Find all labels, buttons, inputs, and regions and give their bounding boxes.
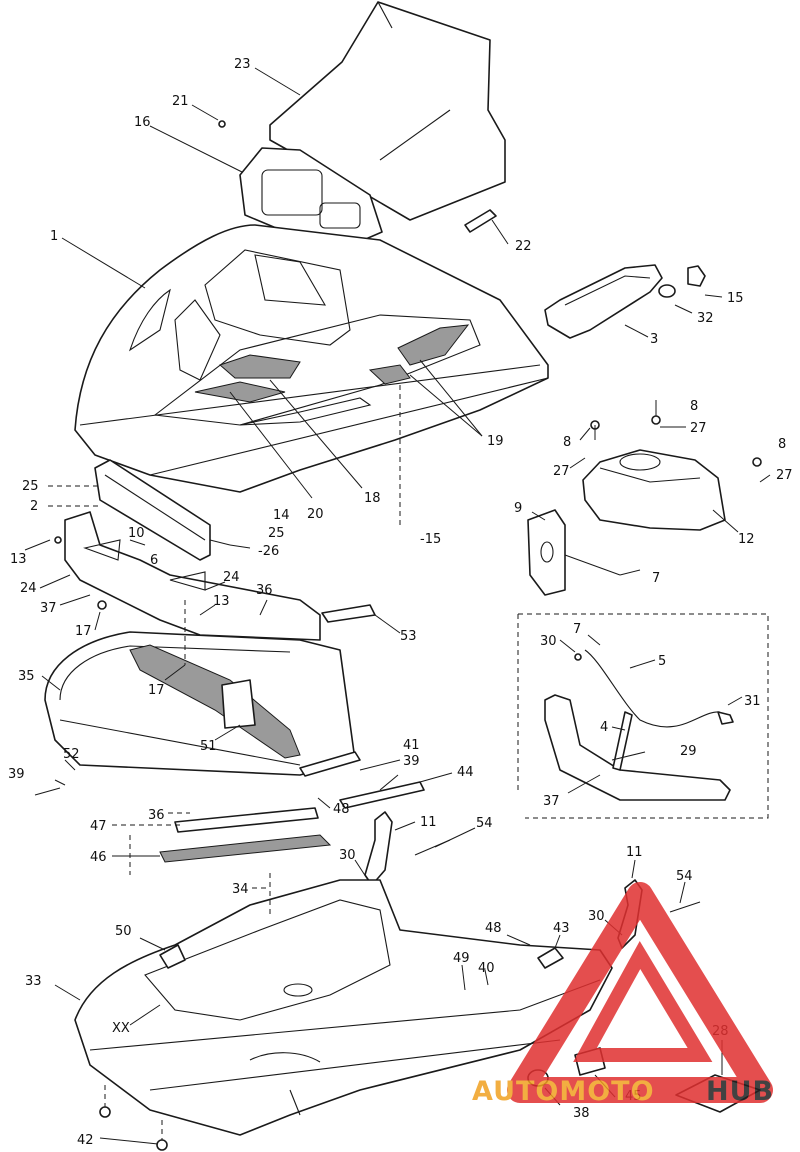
inset-box	[517, 613, 769, 819]
callout: 36	[148, 808, 165, 823]
callout: 34	[232, 882, 249, 897]
callout: 8	[690, 399, 698, 414]
callout: 5	[658, 654, 666, 669]
callout: 27	[690, 421, 707, 436]
watermark-inner-a	[573, 940, 713, 1062]
callout: 14	[273, 508, 290, 523]
callout: 27	[776, 468, 793, 483]
callout-labels: 23 21 16 1 22 15 32 3 19 18 20 8 27 8 27…	[8, 57, 793, 1148]
inset-marker: XX	[112, 1021, 130, 1036]
callout: 39	[8, 767, 25, 782]
callout: 19	[487, 434, 504, 449]
rails-41-44	[299, 751, 425, 809]
callout: 22	[515, 239, 532, 254]
callout: 23	[234, 57, 251, 72]
skid-strips	[159, 807, 332, 863]
callout: 50	[115, 924, 132, 939]
callout: 11	[420, 815, 437, 830]
callout: 54	[676, 869, 693, 884]
nut-washer	[658, 265, 706, 298]
callout: 37	[543, 794, 560, 809]
callout: 32	[697, 311, 714, 326]
callout: 17	[75, 624, 92, 639]
callout: 24	[223, 570, 240, 585]
callout: 42	[77, 1133, 94, 1148]
callout: 54	[476, 816, 493, 831]
hardware-small-top	[218, 120, 497, 233]
callout: 20	[307, 507, 324, 522]
callout: 11	[626, 845, 643, 860]
callout: 10	[128, 526, 145, 541]
callout: 46	[90, 850, 107, 865]
callout: 27	[553, 464, 570, 479]
callout: 21	[172, 94, 189, 109]
callout: -26	[258, 544, 279, 559]
callout: 25	[268, 526, 285, 541]
callout: 49	[453, 951, 470, 966]
callout: 30	[339, 848, 356, 863]
callout: 29	[680, 744, 697, 759]
callout: 48	[333, 802, 350, 817]
callout: 9	[514, 501, 522, 516]
watermark-triangle	[507, 882, 773, 1103]
gauge-console	[239, 147, 383, 249]
callout: 53	[400, 629, 417, 644]
callout: 7	[573, 622, 581, 637]
callout: 2	[30, 499, 38, 514]
callout: 43	[553, 921, 570, 936]
hood	[74, 224, 549, 493]
callout: 40	[478, 961, 495, 976]
callout: 47	[90, 819, 107, 834]
callout: 37	[40, 601, 57, 616]
callout: 36	[256, 583, 273, 598]
console-right	[582, 400, 762, 531]
callout: 24	[20, 581, 37, 596]
callout: 8	[563, 435, 571, 450]
callout: 16	[134, 115, 151, 130]
callout: 39	[403, 754, 420, 769]
callout: 31	[744, 694, 761, 709]
watermark-logo: AUTOMOTO HUB	[472, 882, 774, 1107]
bracket-53	[321, 604, 376, 623]
bracket-9	[527, 509, 566, 596]
callout: 18	[364, 491, 381, 506]
plate-51	[129, 644, 301, 759]
callout: 13	[10, 552, 27, 567]
screws-42	[99, 1085, 168, 1151]
callout: -15	[420, 532, 441, 547]
callout: 12	[738, 532, 755, 547]
callout: 8	[778, 437, 786, 452]
cross-member	[54, 511, 321, 665]
watermark-brand-right: HUB	[706, 1076, 774, 1107]
callout: 38	[573, 1106, 590, 1121]
hook-11-upper	[364, 811, 451, 886]
callout: 17	[148, 683, 165, 698]
callout: 4	[600, 720, 608, 735]
callout: 52	[63, 747, 80, 762]
callout: 48	[485, 921, 502, 936]
callout: 15	[727, 291, 744, 306]
callout: 41	[403, 738, 420, 753]
callout: 30	[540, 634, 557, 649]
callout: 1	[50, 229, 58, 244]
hood-hinge	[94, 459, 251, 561]
watermark-brand-left: AUTOMOTO	[472, 1076, 655, 1107]
callout: 3	[650, 332, 658, 347]
callout: 7	[652, 571, 660, 586]
callout: 51	[200, 739, 217, 754]
handle-part	[544, 264, 663, 339]
callout: 6	[150, 553, 158, 568]
callout: 44	[457, 765, 474, 780]
callout: 13	[213, 594, 230, 609]
belly-pan	[74, 879, 613, 1136]
callout: 35	[18, 669, 35, 684]
callout: 33	[25, 974, 42, 989]
callout: 30	[588, 909, 605, 924]
callout: 25	[22, 479, 39, 494]
